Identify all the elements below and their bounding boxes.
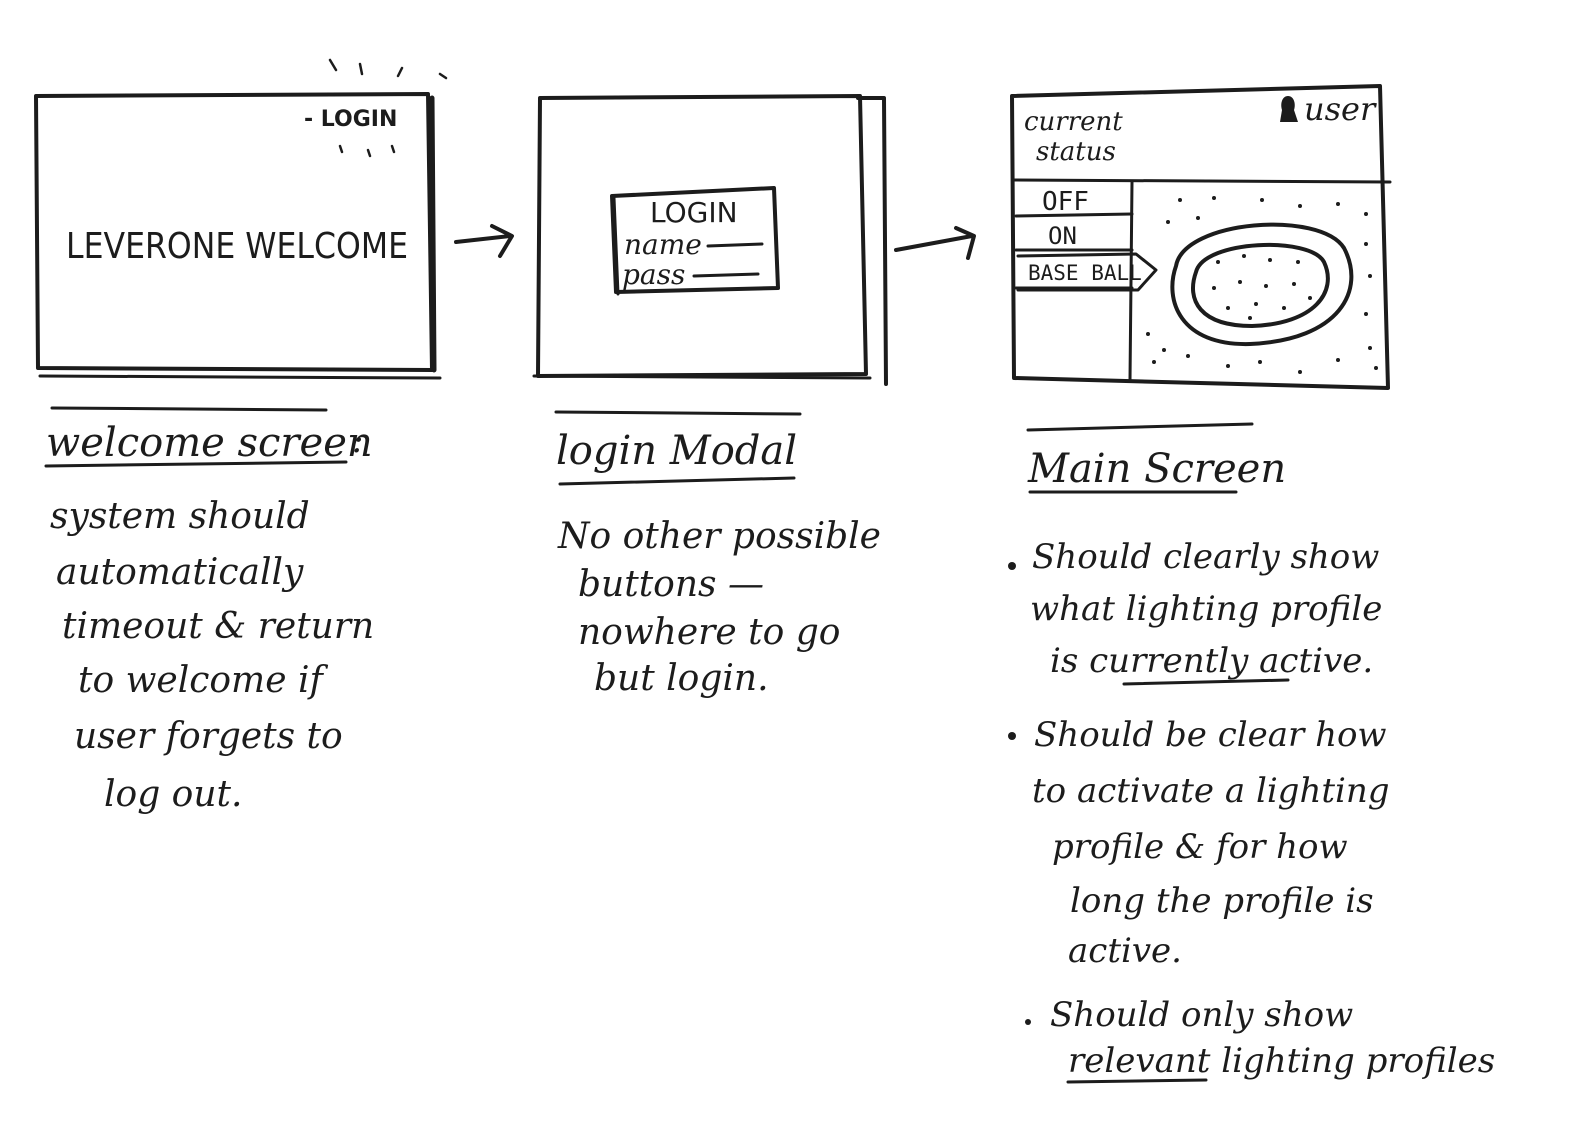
welcome-heading: welcome screen (46, 420, 373, 466)
bullet-dot (1008, 732, 1016, 740)
welcome-notes: system should automatically timeout & re… (50, 496, 374, 815)
user-icon (1280, 96, 1298, 122)
currently-underline (1122, 678, 1290, 686)
main-heading-overline (1026, 422, 1254, 432)
note-line: No other possible (557, 516, 881, 557)
note-line: but login. (594, 658, 769, 699)
profile-item-baseball[interactable]: BASE BALL (1016, 252, 1158, 292)
relevant-underline (1066, 1078, 1208, 1084)
login-notes: No other possible buttons — nowhere to g… (557, 516, 881, 699)
bullet-line: is currently active. (1050, 641, 1373, 681)
login-pass-label: pass (622, 258, 685, 291)
profile-item-on[interactable]: ON (1048, 222, 1077, 250)
note-line: log out. (104, 774, 242, 815)
main-heading: Main Screen (1027, 446, 1286, 492)
bullet-line: to activate a lighting (1032, 771, 1390, 811)
main-bullets: Should clearly show what lighting profil… (1008, 537, 1495, 1084)
login-screen-frame (532, 94, 888, 386)
welcome-screen-frame (34, 58, 448, 380)
note-line: system should (50, 496, 310, 537)
login-heading: login Modal (556, 428, 797, 474)
bullet-dot (1025, 1019, 1031, 1025)
welcome-heading-overline (50, 406, 328, 412)
welcome-login-link[interactable]: - LOGIN (304, 107, 397, 132)
bullet-line: Should clearly show (1032, 537, 1379, 577)
profile-item-baseball-label: BASE BALL (1028, 261, 1142, 285)
login-pass-field[interactable] (692, 272, 760, 278)
note-line: nowhere to go (578, 612, 840, 653)
user-label[interactable]: user (1304, 90, 1377, 128)
note-line: timeout & return (62, 606, 374, 647)
bullet-line: active. (1068, 931, 1182, 971)
bullet-line: relevant lighting profiles (1068, 1041, 1495, 1081)
flow-arrow-2 (894, 226, 976, 260)
note-line: user forgets to (74, 716, 343, 757)
bullet-line: long the profile is (1070, 881, 1374, 921)
note-line: automatically (56, 552, 304, 593)
login-name-label: name (624, 228, 702, 261)
bullet-line: what lighting profile (1030, 589, 1382, 629)
note-line: buttons — (578, 564, 764, 605)
welcome-heading-colon: : (352, 421, 363, 461)
current-status-label: current (1024, 107, 1123, 137)
login-modal (610, 186, 780, 296)
login-heading-underline (558, 476, 796, 486)
login-heading-overline (554, 410, 802, 416)
login-name-field[interactable] (706, 242, 764, 248)
login-modal-title: LOGIN (650, 196, 738, 229)
bullet-dot (1008, 562, 1016, 570)
profile-item-off[interactable]: OFF (1042, 187, 1089, 217)
bullet-line: profile & for how (1052, 827, 1348, 867)
note-line: to welcome if (78, 660, 328, 701)
bullet-line: Should only show (1050, 995, 1353, 1035)
profile-list (1014, 212, 1134, 290)
welcome-title: LEVERONE WELCOME (66, 226, 408, 267)
bullet-line: Should be clear how (1034, 715, 1387, 755)
stadium-preview (1146, 196, 1378, 374)
current-status-label: status (1036, 137, 1116, 167)
flow-arrow-1 (454, 224, 514, 258)
welcome-heading-underline (44, 460, 348, 468)
